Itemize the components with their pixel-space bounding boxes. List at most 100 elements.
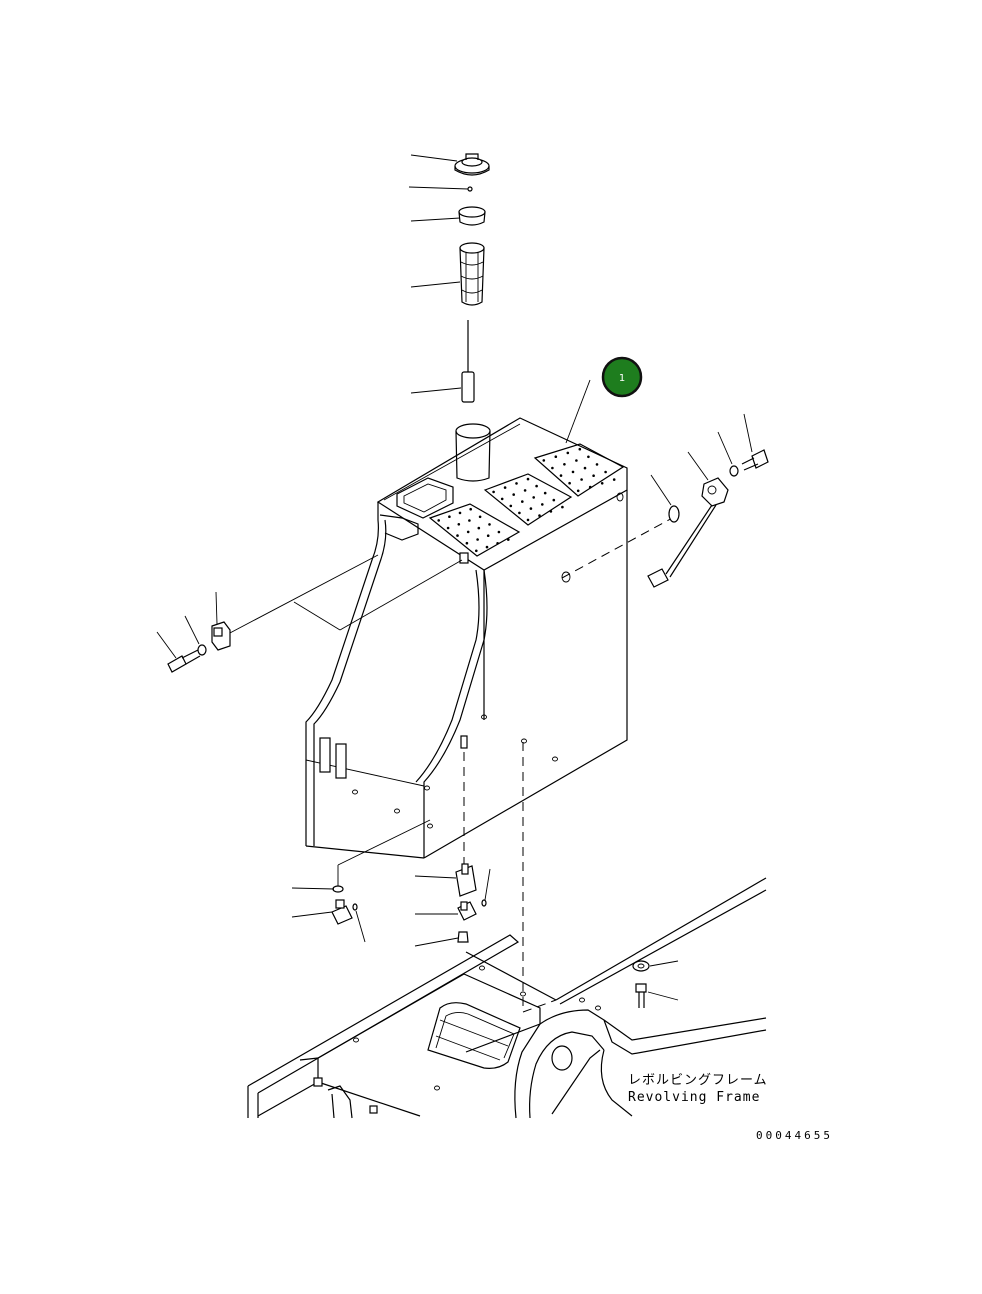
frame-bracket bbox=[327, 1085, 353, 1119]
strainer bbox=[459, 242, 485, 306]
cover-bolt bbox=[437, 519, 441, 522]
sensor-cover bbox=[396, 477, 454, 519]
leader-lines-top bbox=[408, 154, 469, 394]
cover-bolt bbox=[521, 500, 524, 503]
cover-bolt bbox=[478, 515, 482, 519]
cover-bolt bbox=[604, 470, 607, 474]
cover-bolt bbox=[563, 463, 566, 466]
cover-bolt bbox=[576, 489, 580, 493]
cover-bolt bbox=[466, 530, 470, 534]
bottom-fittings bbox=[291, 735, 557, 1013]
frame-label-english: Revolving Frame bbox=[628, 1090, 760, 1105]
cover-bolt bbox=[458, 511, 462, 515]
cover-bolt bbox=[488, 523, 491, 526]
frame-bolt bbox=[635, 983, 647, 1008]
sensor-bolt bbox=[741, 449, 769, 471]
lock-pin bbox=[467, 186, 473, 192]
cover-bolt bbox=[446, 526, 450, 530]
document-number: 00044655 bbox=[756, 1129, 833, 1142]
cover-bolt bbox=[600, 482, 604, 485]
filler-cap-assembly bbox=[454, 153, 490, 403]
filler-cap bbox=[454, 153, 490, 176]
cover-bolt bbox=[526, 518, 530, 522]
cover-bolt bbox=[575, 459, 578, 462]
frame-label-japanese: レボルビングフレーム bbox=[628, 1073, 768, 1088]
cover-bolt bbox=[496, 542, 499, 545]
inspection-cover-2 bbox=[483, 473, 573, 526]
top-bracket bbox=[379, 514, 469, 564]
side-bracket-b bbox=[335, 743, 347, 779]
cover-bolt bbox=[507, 538, 510, 541]
inspection-cover-1 bbox=[533, 443, 625, 497]
cover-bolt bbox=[541, 503, 544, 506]
cover-bolt bbox=[518, 511, 521, 515]
cover-bolt bbox=[465, 541, 469, 545]
strainer-rod bbox=[461, 320, 475, 403]
left-washer bbox=[197, 644, 207, 656]
cover-bolt bbox=[580, 478, 583, 481]
cover-bolt bbox=[485, 545, 489, 549]
cover-bolt bbox=[554, 455, 558, 459]
fuel-level-sensor-assembly bbox=[561, 413, 769, 588]
fuel-level-sensor bbox=[647, 477, 729, 588]
cover-bolt bbox=[515, 482, 518, 485]
cover-bolt bbox=[512, 493, 515, 496]
cover-bolt bbox=[476, 538, 479, 541]
revolving-frame bbox=[247, 877, 767, 1119]
retaining-ring bbox=[458, 206, 486, 226]
cover-bolt bbox=[588, 485, 592, 489]
cover-bolt bbox=[543, 491, 547, 495]
cover-bolt bbox=[566, 451, 570, 455]
left-bolt bbox=[167, 649, 201, 673]
frame-label: レボルビングフレーム Revolving Frame bbox=[628, 1073, 768, 1105]
cover-bolt bbox=[542, 459, 546, 462]
sensor-washer bbox=[729, 465, 739, 477]
frame-opening bbox=[427, 1002, 521, 1069]
cover-bolt bbox=[509, 504, 513, 508]
side-bracket-a bbox=[319, 737, 331, 773]
cover-bolt bbox=[583, 466, 587, 470]
cover-bolt bbox=[492, 490, 495, 494]
callout-balloon[interactable]: 1 bbox=[601, 356, 643, 398]
cover-bolt bbox=[468, 519, 471, 522]
inspection-cover-3 bbox=[428, 503, 521, 557]
o-ring-right bbox=[481, 868, 491, 907]
drain-valve-right bbox=[457, 901, 477, 921]
frame-boss-hole bbox=[551, 1045, 573, 1071]
cover-bolt bbox=[561, 505, 564, 509]
left-clamp bbox=[211, 621, 231, 651]
cover-bolt bbox=[475, 549, 478, 553]
cover-bolt bbox=[549, 510, 553, 513]
frame-mount-bolts bbox=[632, 960, 679, 1008]
grommet-left bbox=[332, 885, 344, 893]
cover-bolt bbox=[486, 534, 490, 537]
drain-plug bbox=[460, 735, 468, 749]
callout-leader bbox=[565, 379, 591, 444]
cover-bolt bbox=[552, 498, 556, 502]
cover-bolt bbox=[551, 466, 554, 470]
cover-bolts bbox=[437, 447, 616, 553]
left-mount-assembly bbox=[156, 554, 463, 673]
mounting-holes bbox=[352, 492, 624, 829]
drain-cock bbox=[455, 863, 477, 897]
cover-bolt bbox=[595, 463, 599, 466]
drain-cap bbox=[457, 931, 469, 943]
cover-bolt bbox=[456, 534, 459, 537]
cover-bolt bbox=[571, 470, 575, 474]
cover-bolt bbox=[500, 497, 504, 501]
cover-bolt bbox=[568, 481, 571, 485]
callout-number: 1 bbox=[619, 373, 625, 384]
frame-block-b bbox=[369, 1105, 378, 1114]
cover-bolt bbox=[497, 530, 501, 534]
cover-bolt bbox=[457, 523, 461, 526]
o-ring-left bbox=[352, 903, 366, 943]
cover-bolt bbox=[612, 478, 616, 481]
cover-bolt bbox=[535, 484, 538, 488]
cover-bolt bbox=[592, 474, 595, 478]
cover-bolt bbox=[529, 507, 533, 510]
filler-neck bbox=[455, 423, 491, 482]
frame-washer bbox=[632, 960, 650, 972]
cover-bolt bbox=[503, 486, 507, 489]
